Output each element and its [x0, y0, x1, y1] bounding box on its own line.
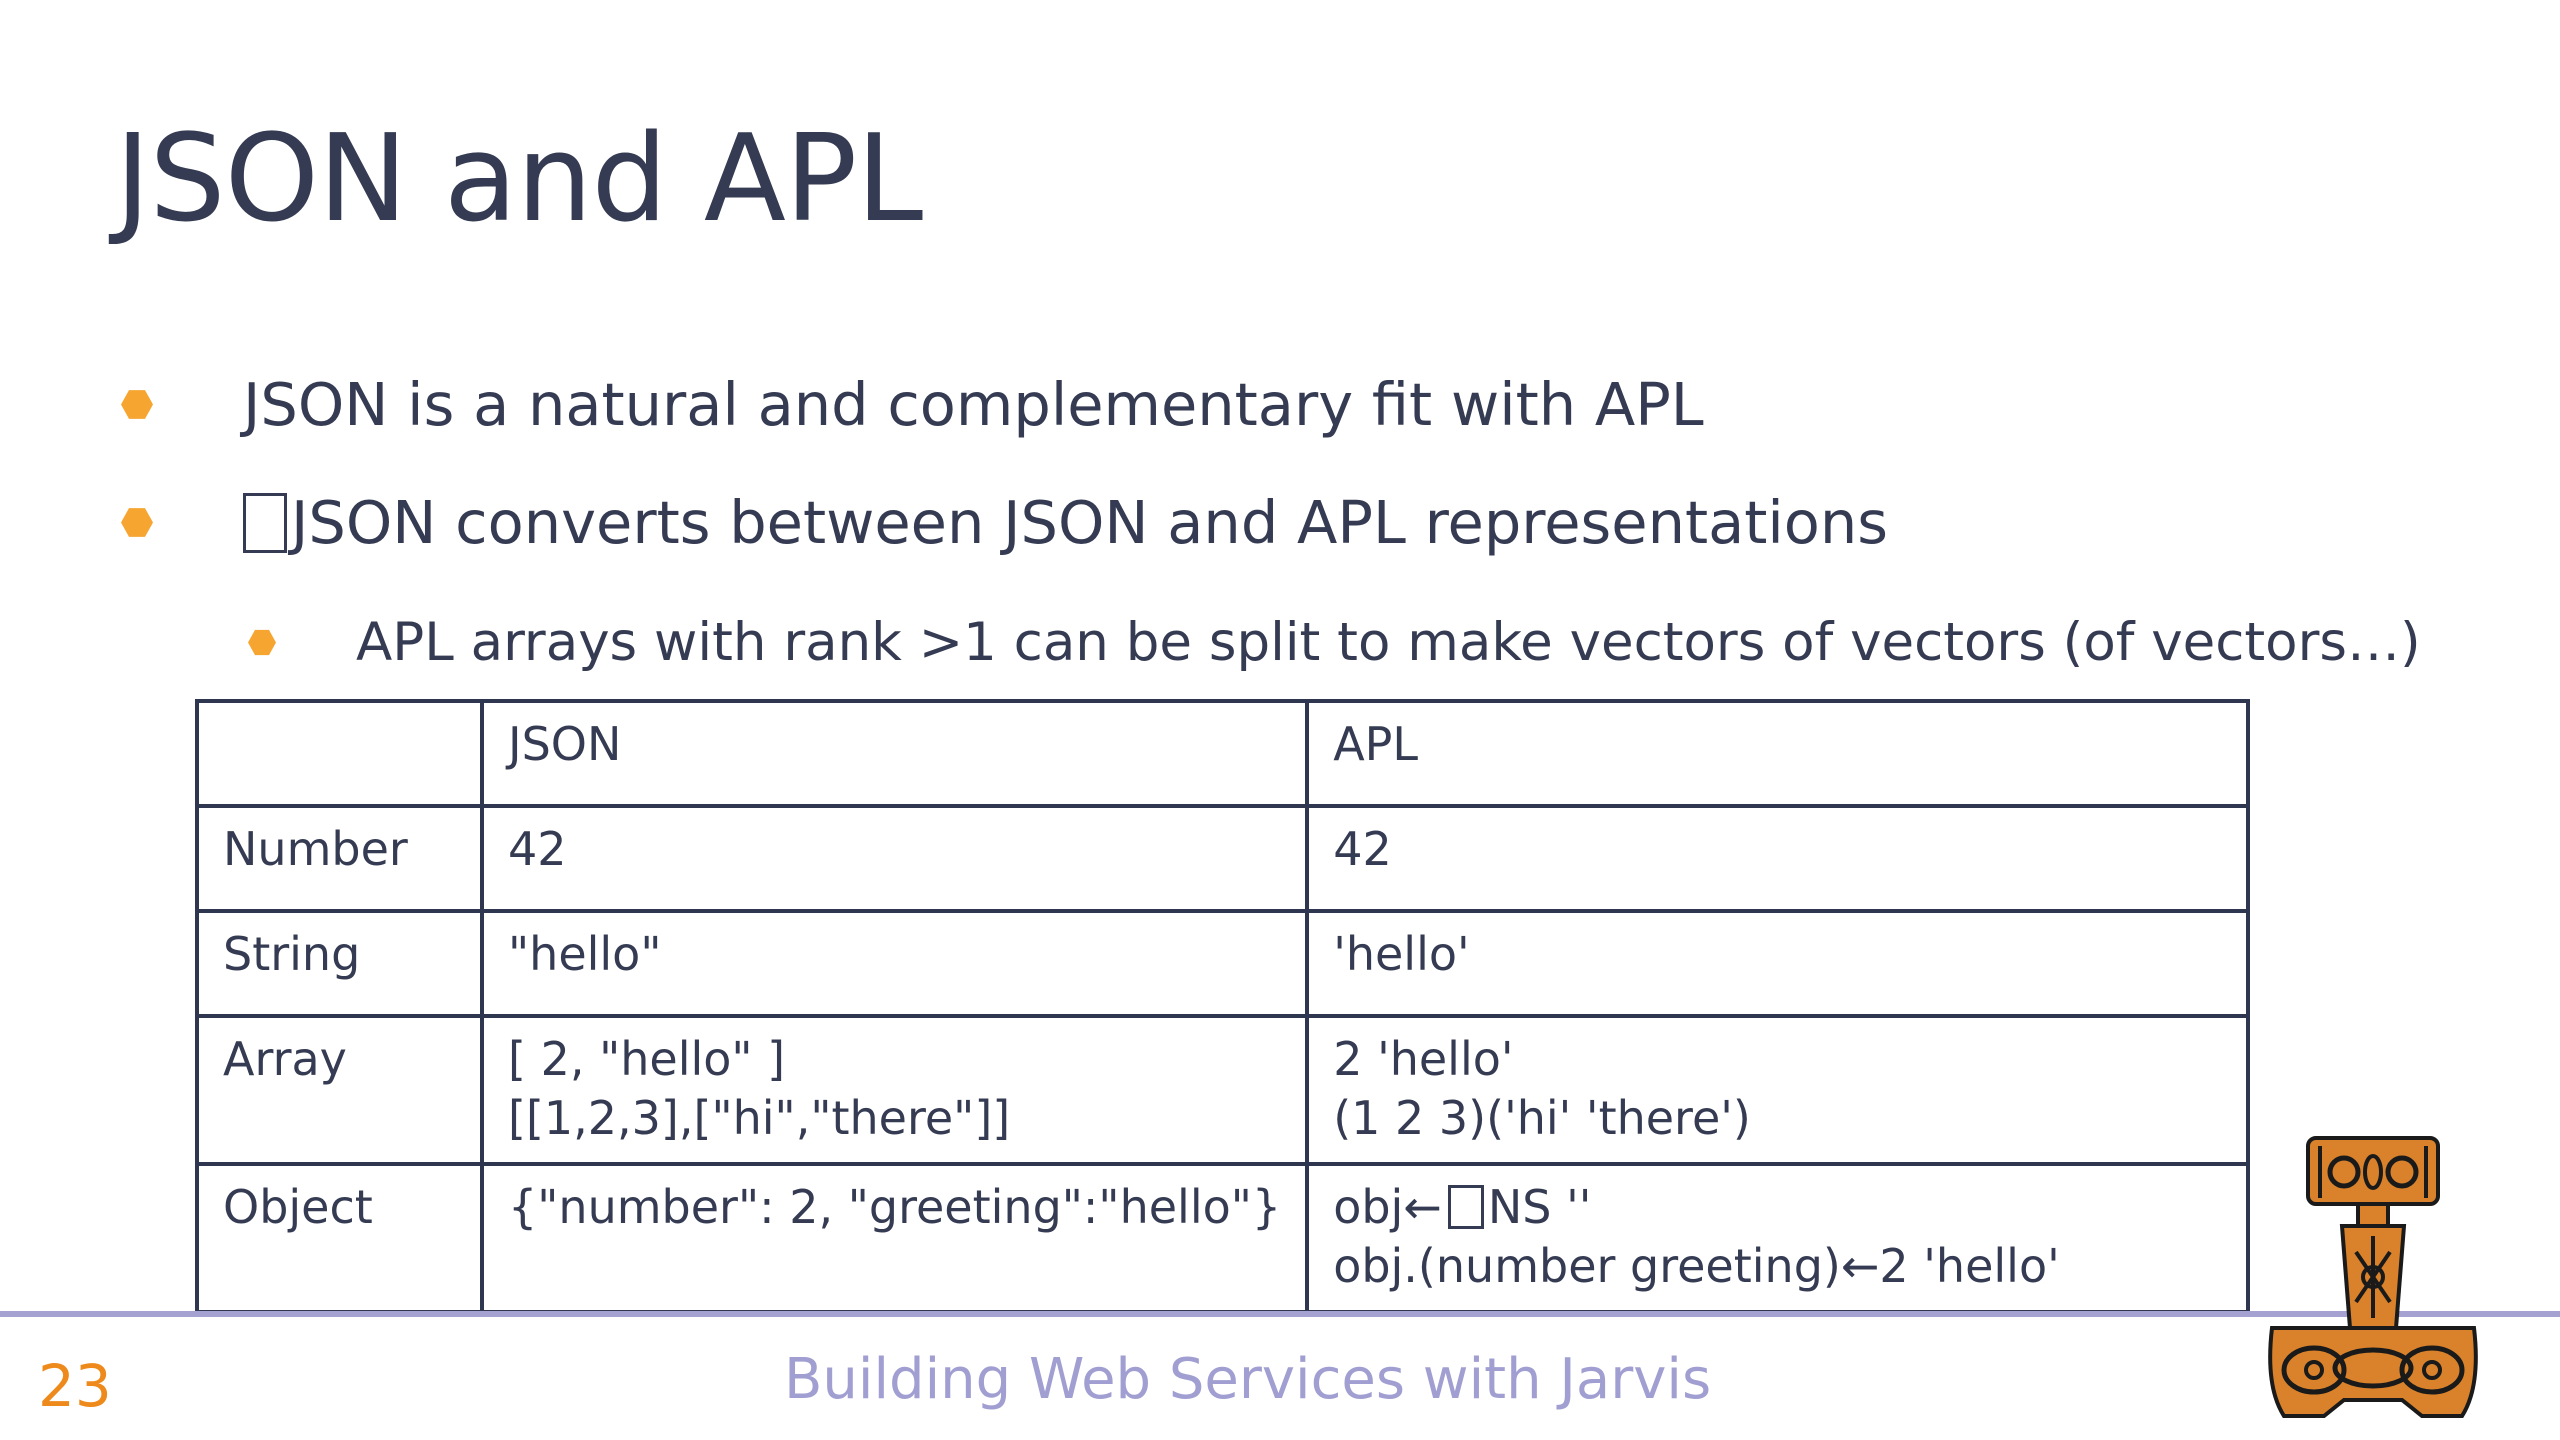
- table-row: Array [ 2, "hello" ] [[1,2,3],["hi","the…: [195, 1014, 2250, 1166]
- row-label: Object: [195, 1162, 484, 1314]
- table-row: Number 42 42: [195, 804, 2250, 913]
- row-label: Number: [195, 804, 484, 913]
- table-row: String "hello" 'hello': [195, 909, 2250, 1018]
- row-label: Array: [195, 1014, 484, 1166]
- bullet-marker-icon: [121, 390, 153, 419]
- bullet-1-text: JSON is a natural and complementary fit …: [243, 370, 1704, 439]
- thors-hammer-logo-icon: [2268, 1136, 2478, 1418]
- apl-line: (1 2 3)('hi' 'there'): [1333, 1091, 1751, 1145]
- quad-glyph-icon: [243, 493, 287, 553]
- json-cell: "hello": [479, 909, 1310, 1018]
- table-row: Object {"number": 2, "greeting":"hello"}…: [195, 1162, 2250, 1314]
- apl-line: obj.(number greeting)←2 'hello': [1333, 1239, 2060, 1293]
- bullet-1: JSON is a natural and complementary fit …: [121, 370, 1704, 439]
- sub-bullet-1-text: APL arrays with rank >1 can be split to …: [356, 612, 2421, 673]
- json-apl-comparison-table: JSON APL Number 42 42 String "hello" 'he…: [195, 699, 2250, 1314]
- bullet-2: JSON converts between JSON and APL repre…: [121, 488, 1888, 557]
- slide-title: JSON and APL: [115, 110, 923, 249]
- json-cell: 42: [479, 804, 1310, 913]
- json-line: [ 2, "hello" ]: [508, 1032, 786, 1086]
- row-label: String: [195, 909, 484, 1018]
- table-header-cell: [195, 699, 484, 808]
- bullet-marker-icon: [121, 508, 153, 537]
- bullet-2-line: JSON converts between JSON and APL repre…: [243, 488, 1888, 557]
- apl-line: obj← NS '': [1333, 1178, 2222, 1237]
- table-header-cell: APL: [1305, 699, 2250, 808]
- quad-glyph-icon: [1447, 1185, 1484, 1229]
- sub-bullet-marker-icon: [248, 629, 276, 656]
- apl-cell: 2 'hello' (1 2 3)('hi' 'there'): [1305, 1014, 2250, 1166]
- apl-cell: 42: [1305, 804, 2250, 913]
- apl-cell: obj← NS '' obj.(number greeting)←2 'hello…: [1305, 1162, 2250, 1314]
- json-cell: {"number": 2, "greeting":"hello"}: [479, 1162, 1310, 1314]
- json-cell: [ 2, "hello" ] [[1,2,3],["hi","there"]]: [479, 1014, 1310, 1166]
- bullet-2-text: JSON converts between JSON and APL repre…: [291, 488, 1889, 557]
- json-line: [[1,2,3],["hi","there"]]: [508, 1091, 1011, 1145]
- apl-line: 2 'hello': [1333, 1032, 1514, 1086]
- apl-line-prefix: obj←: [1333, 1180, 1442, 1234]
- apl-cell: 'hello': [1305, 909, 2250, 1018]
- page-number: 23: [38, 1352, 112, 1420]
- footer-divider: [0, 1311, 2560, 1317]
- table-header-row: JSON APL: [195, 699, 2250, 808]
- footer-title: Building Web Services with Jarvis: [784, 1347, 1712, 1412]
- sub-bullet-1: APL arrays with rank >1 can be split to …: [248, 612, 2421, 673]
- apl-line-suffix: NS '': [1487, 1180, 1592, 1234]
- table-header-cell: JSON: [479, 699, 1310, 808]
